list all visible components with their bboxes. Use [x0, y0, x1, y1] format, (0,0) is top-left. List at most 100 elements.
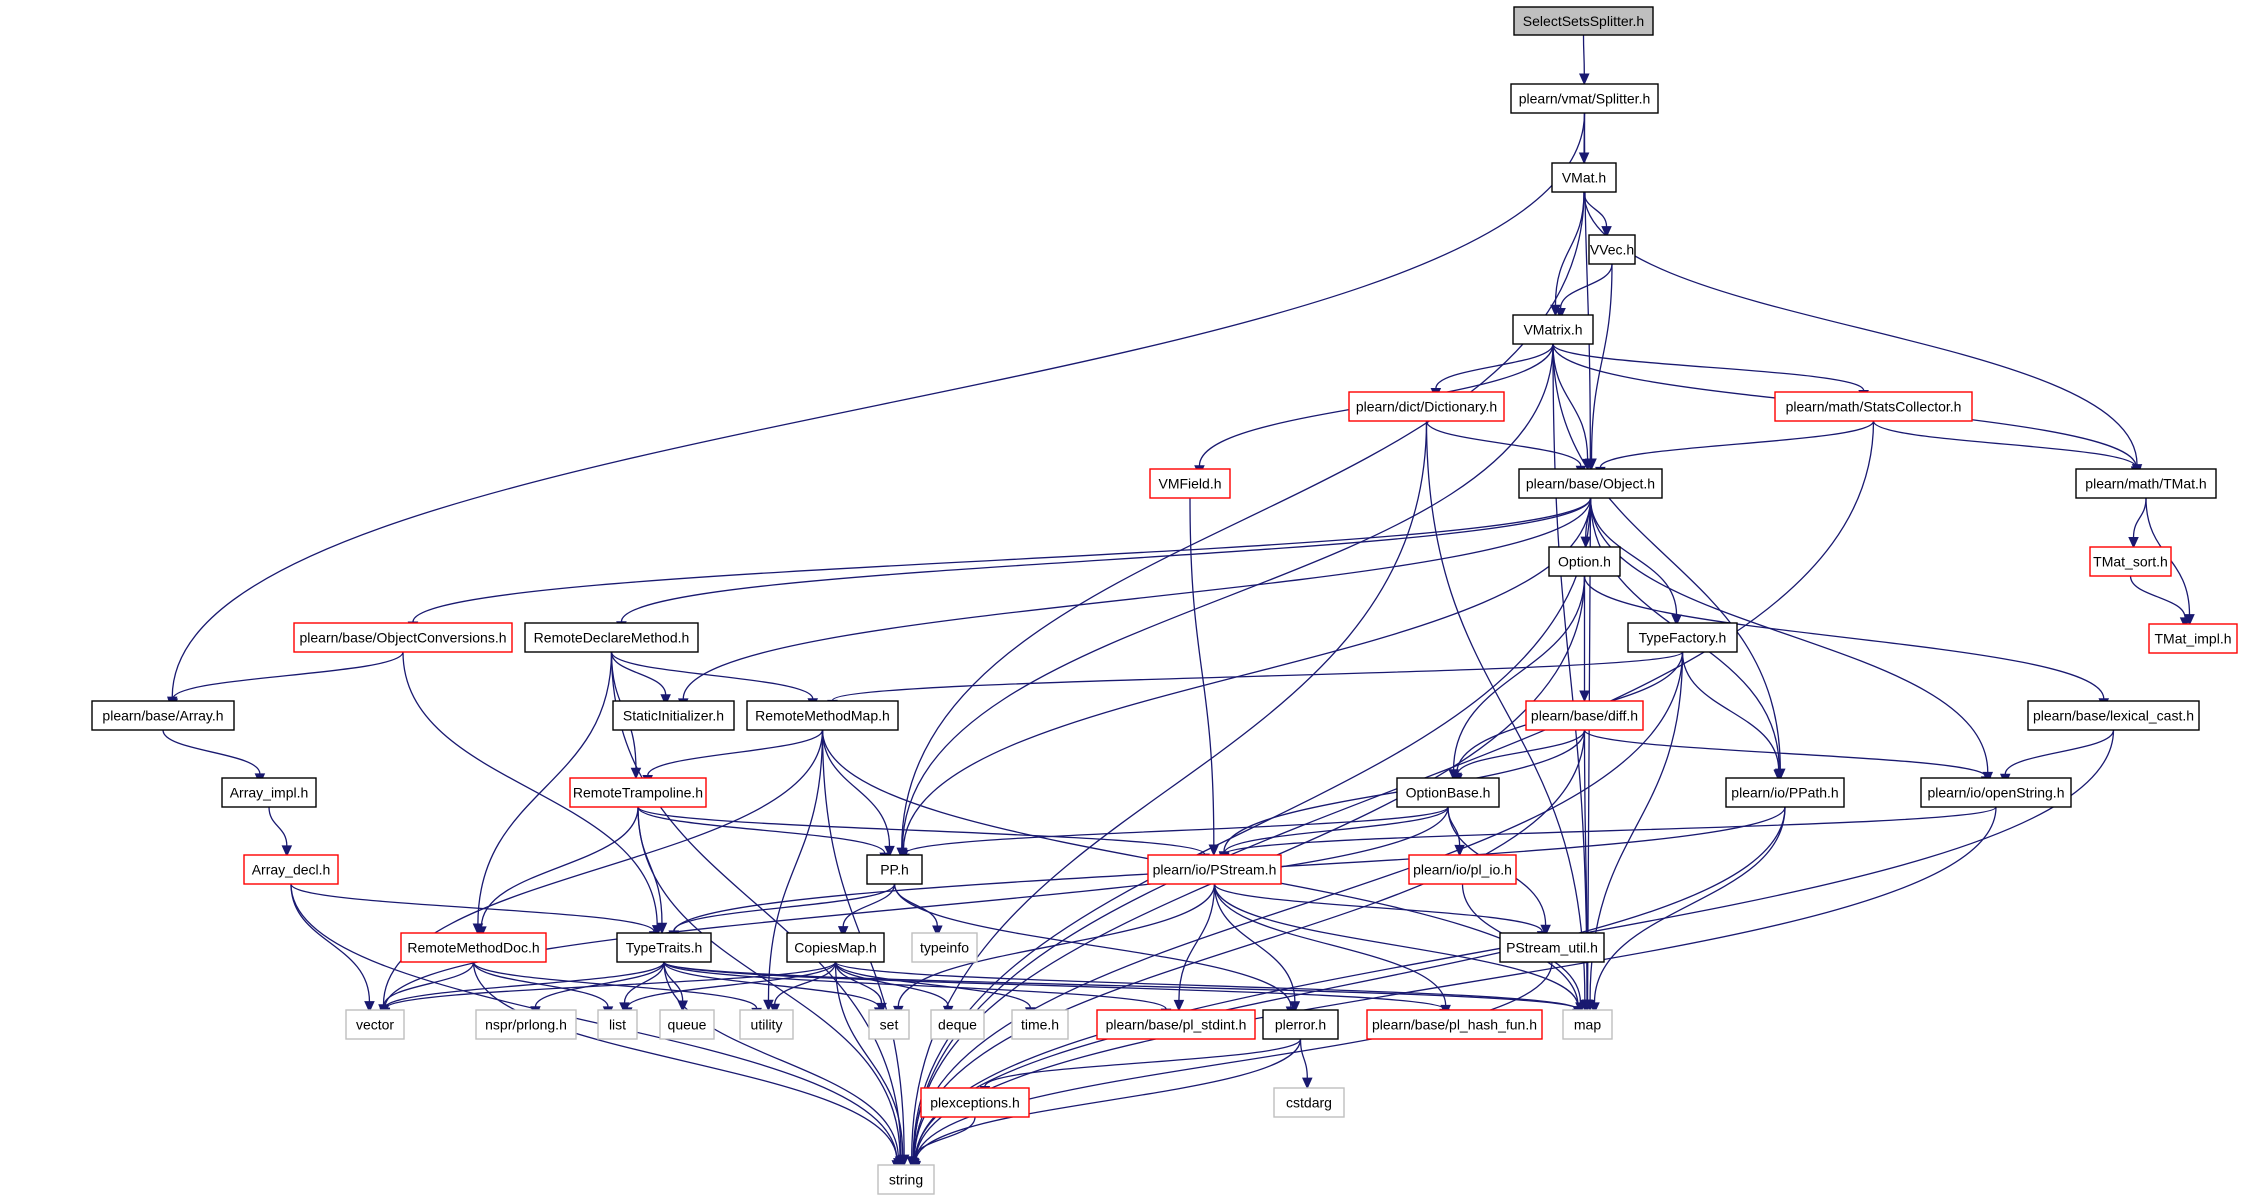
node-label: PP.h	[880, 862, 909, 878]
edge-TypeTraits-to-pl_stdint	[663, 961, 1167, 1010]
node-box	[1725, 777, 1845, 808]
node-RemoteMethodDoc[interactable]: RemoteMethodDoc.h	[400, 932, 547, 963]
node-label: string	[889, 1172, 923, 1188]
node-openString[interactable]: plearn/io/openString.h	[1920, 777, 2072, 808]
node-plexceptions[interactable]: plexceptions.h	[920, 1087, 1030, 1118]
node-box	[1149, 468, 1231, 499]
node-box	[920, 1087, 1030, 1118]
node-box	[1396, 777, 1500, 808]
edge-RemoteDeclareMethod-to-StaticInitializer	[610, 651, 667, 695]
node-label: plearn/io/openString.h	[1928, 785, 2065, 801]
node-OptionBase[interactable]: OptionBase.h	[1396, 777, 1500, 808]
node-label: map	[1574, 1017, 1601, 1033]
node-label: RemoteDeclareMethod.h	[534, 630, 690, 646]
node-box	[221, 777, 317, 808]
node-SelectSetsSplitter[interactable]: SelectSetsSplitter.h	[1513, 6, 1654, 36]
node-VMat[interactable]: VMat.h	[1551, 162, 1617, 193]
arrowhead-cstdarg	[1302, 1077, 1313, 1090]
node-lexical_cast[interactable]: plearn/base/lexical_cast.h	[2027, 700, 2200, 731]
edge-PStream-to-map	[1213, 883, 1579, 1007]
node-TMat[interactable]: plearn/math/TMat.h	[2075, 468, 2217, 499]
node-VMatrix[interactable]: VMatrix.h	[1512, 314, 1594, 345]
node-RemoteMethodMap[interactable]: RemoteMethodMap.h	[746, 700, 899, 731]
node-box	[2089, 546, 2172, 577]
node-pl_stdint[interactable]: plearn/base/pl_stdint.h	[1096, 1009, 1256, 1040]
edge-TypeTraits-to-vector	[384, 961, 665, 1009]
edge-PStream-to-PStream_util	[1213, 883, 1543, 932]
node-box	[866, 854, 923, 885]
edge-VMat-to-PP	[901, 191, 1585, 849]
edge-StatsCollector-to-TMat	[1872, 420, 2137, 468]
arrowhead-PPath	[1773, 769, 1784, 782]
node-TMat_sort[interactable]: TMat_sort.h	[2089, 546, 2172, 577]
node-CopiesMap[interactable]: CopiesMap.h	[786, 932, 885, 963]
node-Option[interactable]: Option.h	[1548, 546, 1621, 577]
edge-TypeTraits-to-prlong	[534, 961, 665, 1007]
node-label: OptionBase.h	[1406, 785, 1491, 801]
node-TypeTraits[interactable]: TypeTraits.h	[616, 932, 712, 963]
node-TypeFactory[interactable]: TypeFactory.h	[1627, 622, 1738, 653]
node-box	[1627, 622, 1738, 653]
node-RemoteTrampoline[interactable]: RemoteTrampoline.h	[569, 777, 707, 808]
node-label: plearn/base/Object.h	[1526, 476, 1655, 492]
node-TMat_impl[interactable]: TMat_impl.h	[2148, 623, 2238, 654]
node-diff[interactable]: plearn/base/diff.h	[1525, 700, 1644, 731]
node-Array[interactable]: plearn/base/Array.h	[91, 700, 235, 731]
node-deque: deque	[930, 1009, 985, 1040]
arrowhead-Array_decl	[281, 845, 293, 858]
edge-RemoteDeclareMethod-to-RemoteMethodDoc	[477, 651, 613, 925]
node-pl_hash_fun[interactable]: plearn/base/pl_hash_fun.h	[1366, 1009, 1543, 1040]
node-box	[1562, 1009, 1613, 1040]
edge-plerror-to-plexceptions	[984, 1038, 1302, 1087]
edge-RemoteMethodDoc-to-vector	[383, 961, 475, 1006]
edge-VMatrix-to-PPath	[1552, 343, 1781, 770]
node-StatsCollector[interactable]: plearn/math/StatsCollector.h	[1774, 391, 1973, 422]
node-PPath[interactable]: plearn/io/PPath.h	[1725, 777, 1845, 808]
edge-TMat-to-TMat_sort	[2132, 497, 2147, 538]
node-box	[91, 700, 235, 731]
node-label: Array_decl.h	[252, 862, 331, 878]
edge-plerror-to-cstdarg	[1299, 1038, 1308, 1079]
node-vector: vector	[345, 1009, 405, 1040]
node-Array_impl[interactable]: Array_impl.h	[221, 777, 317, 808]
edge-Array_decl-to-string	[290, 883, 898, 1161]
node-Object[interactable]: plearn/base/Object.h	[1518, 468, 1663, 499]
node-VMField[interactable]: VMField.h	[1149, 468, 1231, 499]
node-label: plearn/base/lexical_cast.h	[2033, 708, 2194, 724]
node-label: plearn/io/pl_io.h	[1413, 862, 1512, 878]
node-label: plexceptions.h	[930, 1095, 1020, 1111]
node-Array_decl[interactable]: Array_decl.h	[243, 854, 339, 885]
edge-Object-to-map	[1586, 497, 1592, 1001]
node-StaticInitializer[interactable]: StaticInitializer.h	[612, 700, 735, 731]
node-ObjectConversions[interactable]: plearn/base/ObjectConversions.h	[293, 622, 513, 653]
node-box	[739, 1009, 794, 1040]
node-PStream[interactable]: plearn/io/PStream.h	[1147, 854, 1282, 885]
node-Dictionary[interactable]: plearn/dict/Dictionary.h	[1348, 391, 1505, 422]
node-pl_io[interactable]: plearn/io/pl_io.h	[1408, 854, 1517, 885]
edge-CopiesMap-to-string	[834, 961, 904, 1156]
node-box	[293, 622, 513, 653]
node-RemoteDeclareMethod[interactable]: RemoteDeclareMethod.h	[524, 622, 699, 653]
node-PStream_util[interactable]: PStream_util.h	[1499, 932, 1605, 963]
edge-diff-to-openString	[1583, 729, 1987, 778]
edge-OptionBase-to-PP	[903, 806, 1449, 855]
node-plerror[interactable]: plerror.h	[1262, 1009, 1339, 1040]
node-box	[400, 932, 547, 963]
edge-diff-to-string	[913, 729, 1586, 1160]
node-label: StaticInitializer.h	[623, 708, 724, 724]
node-Splitter[interactable]: plearn/vmat/Splitter.h	[1510, 83, 1659, 114]
edge-ObjectConversions-to-Array	[172, 651, 404, 700]
node-box	[868, 1009, 910, 1040]
edge-SelectSetsSplitter-to-Splitter	[1582, 34, 1585, 75]
node-label: typeinfo	[920, 940, 969, 956]
edge-TMat_sort-to-TMat_impl	[2129, 575, 2186, 619]
edge-PStream-to-set	[897, 883, 1216, 1007]
edge-StatsCollector-to-Object	[1599, 420, 1875, 468]
node-box	[1262, 1009, 1339, 1040]
node-box	[1147, 854, 1282, 885]
arrowhead-TMat_sort	[2128, 536, 2139, 549]
node-PP[interactable]: PP.h	[866, 854, 923, 885]
node-VVec[interactable]: VVec.h	[1588, 234, 1636, 265]
arrowhead-pl_stdint	[1173, 999, 1185, 1012]
edge-Splitter-to-Array	[171, 112, 1586, 698]
